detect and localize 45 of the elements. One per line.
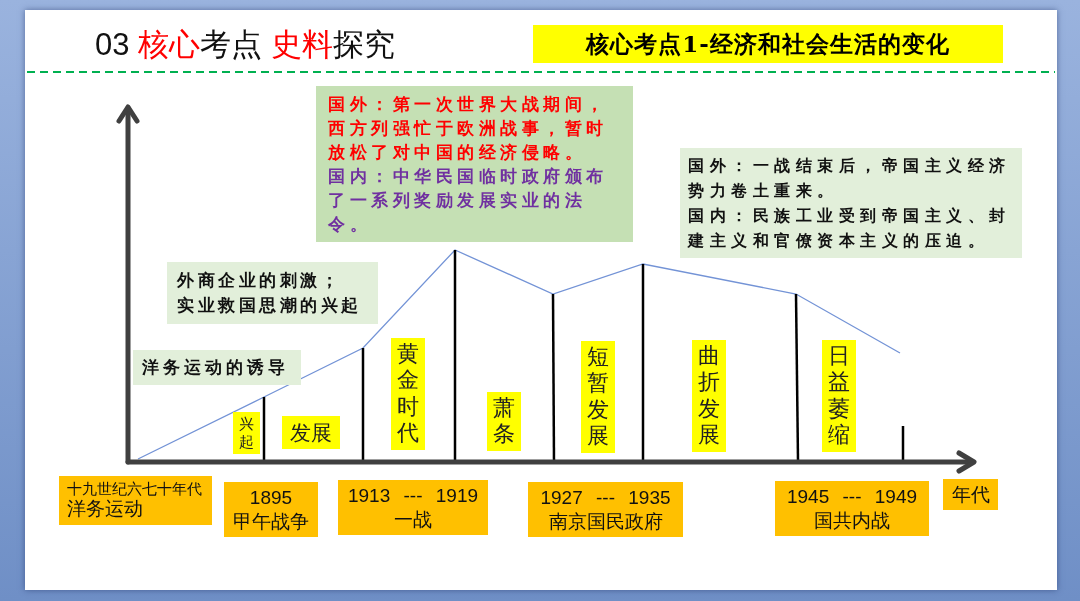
note-card bbox=[133, 350, 301, 385]
note-text: 国外：第一次世界大战期间，西方列强忙于欧洲战事，暂时放松了对中国的经济侵略。 bbox=[328, 93, 609, 164]
stage-text: 曲折发展 bbox=[698, 343, 720, 449]
period-tag bbox=[59, 476, 212, 525]
event-text: 一战 bbox=[394, 507, 432, 532]
stage-text: 短暂发展 bbox=[587, 344, 609, 450]
stage-tag bbox=[233, 412, 260, 454]
event-text: 洋务运动 bbox=[67, 498, 143, 521]
date-text: 1913 --- 1919 bbox=[347, 483, 479, 508]
note-text: 洋务运动的诱导 bbox=[142, 356, 289, 379]
stage-tag bbox=[391, 338, 425, 450]
event-text: 甲午战争 bbox=[233, 509, 309, 534]
period-tag bbox=[338, 480, 488, 535]
note-text: 国外：一战结束后，帝国主义经济势力卷土重来。 bbox=[688, 155, 1012, 202]
event-text: 国共内战 bbox=[814, 508, 890, 533]
note-text: 国内：民族工业受到帝国主义、封建主义和官僚资本主义的压迫。 bbox=[688, 205, 1012, 252]
stage-tag bbox=[692, 340, 726, 452]
slide-title: 03 核心考点 史料探究 bbox=[95, 26, 395, 64]
stage-tag bbox=[487, 392, 521, 451]
period-tag bbox=[775, 481, 929, 536]
topic-banner bbox=[533, 25, 1003, 63]
stage-tag bbox=[581, 341, 615, 453]
date-text: 1945 --- 1949 bbox=[786, 484, 918, 509]
axis-label: 年代 bbox=[951, 482, 990, 507]
stage-tag bbox=[822, 340, 856, 452]
axis-label-tag bbox=[943, 479, 998, 510]
stage-tag bbox=[282, 416, 340, 450]
topic-heading: 核心考点1-经济和社会生活的变化 bbox=[586, 28, 950, 59]
stage-text: 发展 bbox=[290, 420, 332, 446]
note-text: 实业救国思潮的兴起 bbox=[177, 294, 362, 317]
note-text: 外商企业的刺激； bbox=[177, 269, 341, 292]
stage-text: 黄金时代 bbox=[397, 341, 419, 447]
stage-text: 萧条 bbox=[493, 395, 515, 448]
note-card bbox=[167, 262, 378, 324]
period-tag bbox=[528, 482, 683, 537]
event-text: 南京国民政府 bbox=[548, 509, 663, 534]
stage-text: 兴起 bbox=[239, 415, 254, 451]
stage-text: 日益萎缩 bbox=[828, 343, 850, 449]
note-card bbox=[316, 86, 633, 242]
date-text: 十九世纪六七十年代 bbox=[67, 480, 202, 499]
date-text: 1927 --- 1935 bbox=[540, 485, 671, 510]
note-text: 国内：中华民国临时政府颁布了一系列奖励发展实业的法令。 bbox=[328, 165, 609, 236]
period-tag bbox=[224, 482, 318, 537]
date-text: 1895 bbox=[249, 485, 293, 510]
note-card bbox=[680, 148, 1022, 258]
